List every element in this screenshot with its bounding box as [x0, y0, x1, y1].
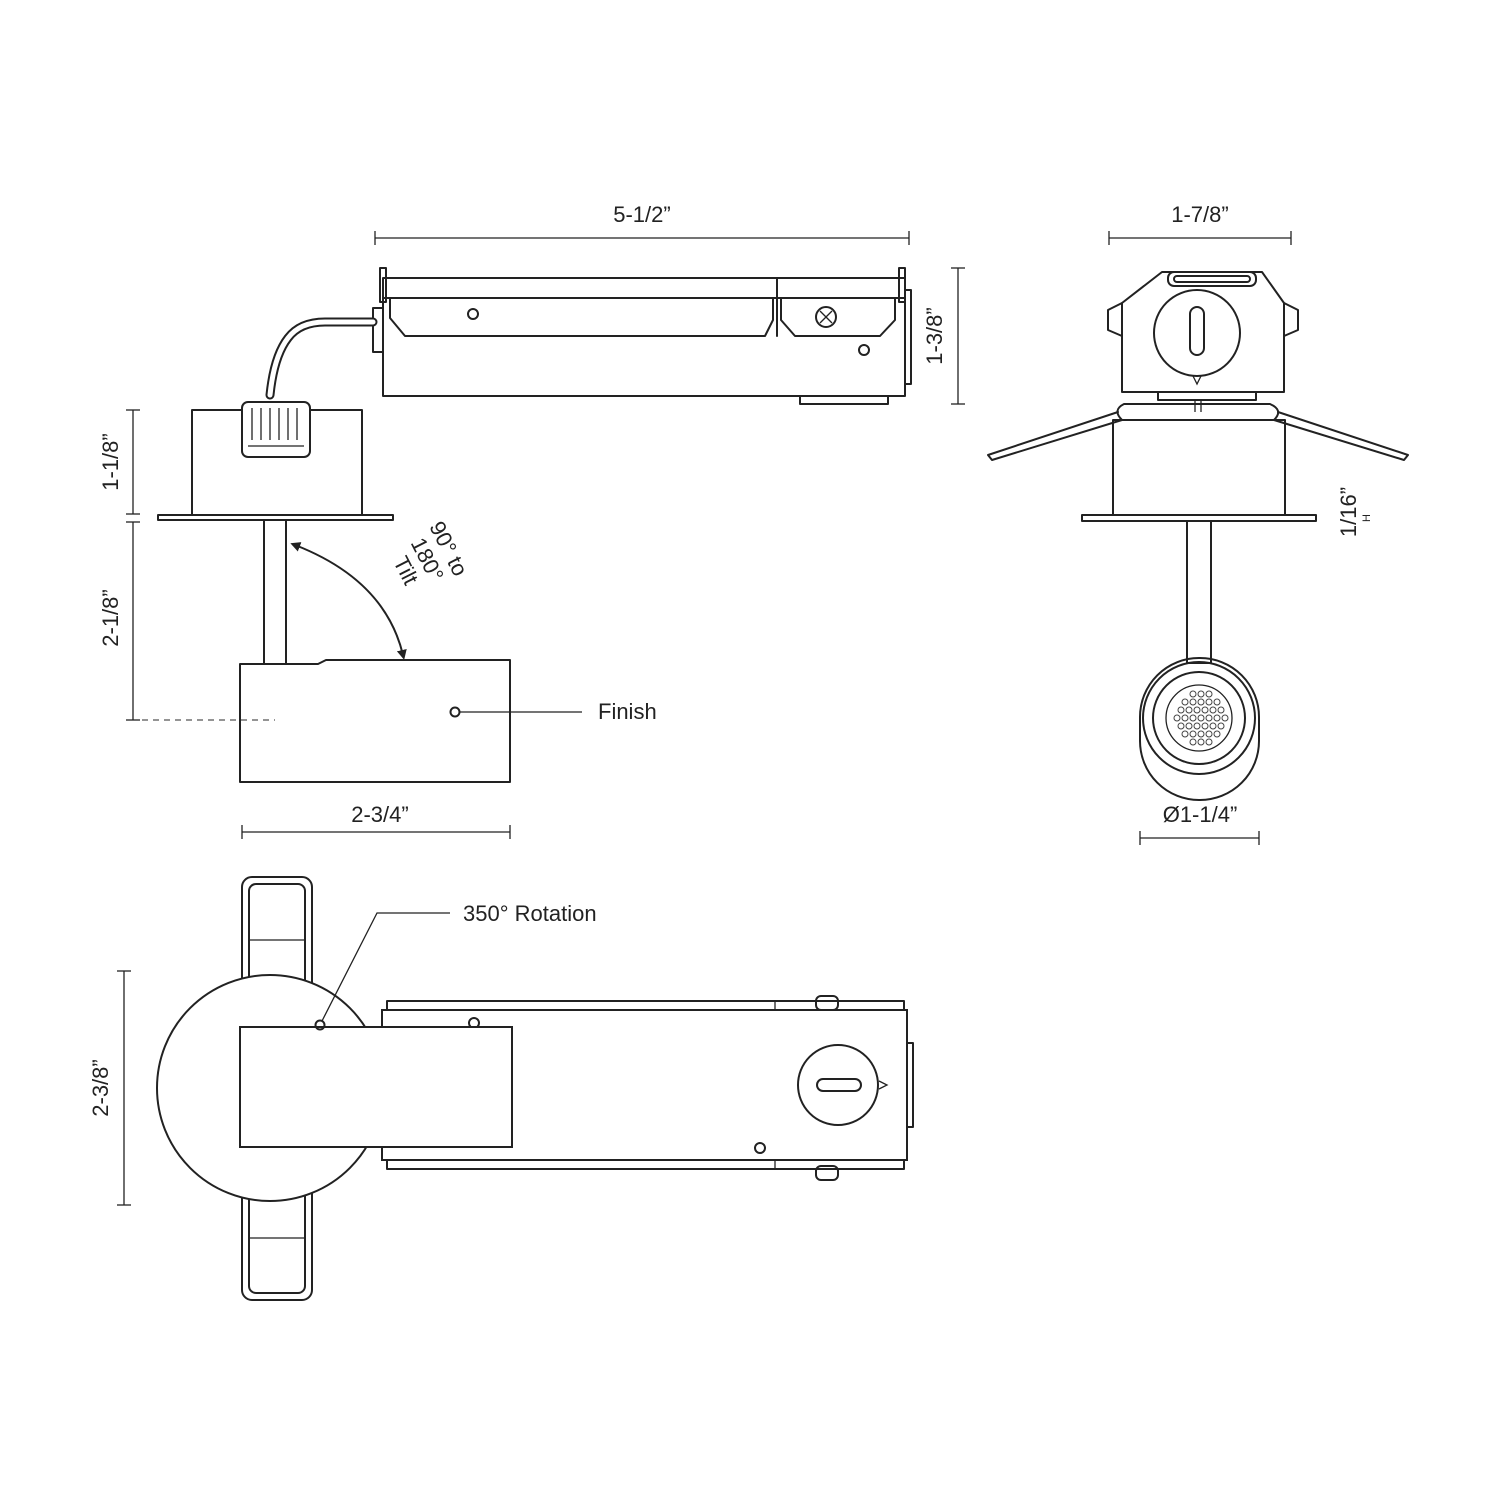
lamp-lens: [1139, 657, 1260, 801]
dim-bottom-width-label: 2-3/8”: [88, 1059, 113, 1116]
dim-top-height-label: 1-3/8”: [922, 307, 947, 364]
lamp-head: [239, 659, 511, 783]
dim-head-width: 2-3/4”: [241, 802, 511, 839]
dim-housing-height: 1-1/8”: [98, 409, 140, 515]
dim-flange-height-sub: H: [1361, 514, 1373, 522]
housing: [157, 401, 394, 665]
screw-icon: [815, 306, 837, 328]
dim-end-width: 1-7/8”: [1108, 202, 1292, 245]
spring-right-icon: [1273, 411, 1409, 461]
junction-box: [372, 267, 912, 405]
dim-top-height: 1-3/8”: [922, 267, 965, 405]
dim-housing-height-label: 1-1/8”: [98, 433, 123, 490]
dim-top-length-label: 5-1/2”: [613, 202, 670, 227]
dim-lens-diameter-label: Ø1-1/4”: [1163, 802, 1238, 827]
dim-lens-diameter: Ø1-1/4”: [1139, 802, 1260, 845]
side-view: 90° to 180° Tilt Finish 5-1/2” 1-3/8” 1-…: [98, 202, 965, 839]
bottom-lamp-head: [239, 1026, 513, 1148]
connector: [241, 401, 311, 458]
dim-head-width-label: 2-3/4”: [351, 802, 408, 827]
dim-bottom-width: 2-3/8”: [88, 970, 131, 1206]
end-view: 1-7/8” 1/16” H Ø1-1/4”: [987, 202, 1409, 845]
tilt-arrow: [290, 542, 407, 660]
dim-top-length: 5-1/2”: [374, 202, 910, 245]
finish-label: Finish: [598, 699, 657, 724]
dim-flange-height-label: 1/16”: [1336, 487, 1361, 537]
rotation-label: 350° Rotation: [463, 901, 597, 926]
dim-drop-height-label: 2-1/8”: [98, 589, 123, 646]
dim-drop-height: 2-1/8”: [98, 521, 140, 721]
dim-flange-height: 1/16” H: [1336, 487, 1373, 537]
bottom-view: 350° Rotation 2-3/8”: [88, 876, 914, 1301]
dim-end-width-label: 1-7/8”: [1171, 202, 1228, 227]
spring-left-icon: [987, 411, 1123, 461]
box-end: [1107, 271, 1299, 412]
conduit: [265, 317, 378, 400]
stem: [263, 519, 287, 665]
